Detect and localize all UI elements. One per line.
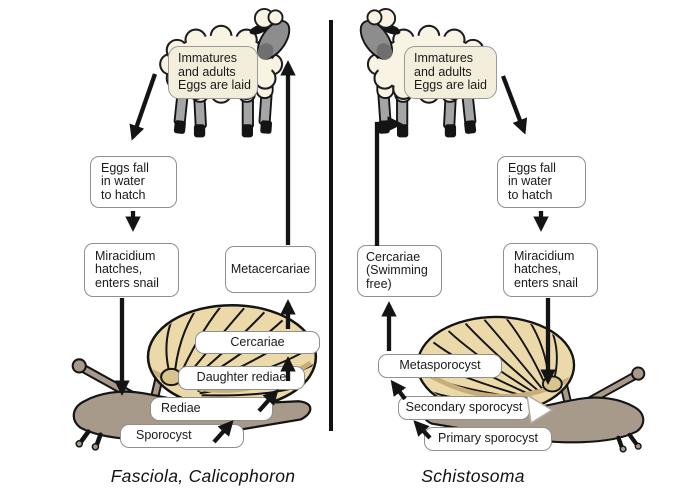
box-line: enters snail — [95, 275, 159, 290]
left-host-stage-box: Immatures and adults Eggs are laid — [168, 46, 258, 99]
box-line: Rediae — [161, 401, 201, 416]
box-line: and adults — [178, 64, 236, 79]
right-host-stage-box: Immatures and adults Eggs are laid — [404, 46, 497, 99]
box-line: in water — [101, 174, 145, 189]
left-metacercariae-box: Metacercariae — [225, 246, 316, 293]
box-line: Immatures — [178, 51, 238, 66]
box-line: Miracidium — [95, 248, 156, 263]
box-line: (Swimming — [366, 263, 428, 278]
box-line: Daughter rediae — [196, 370, 287, 385]
right-primary-sporocyst-box: Primary sporocyst — [424, 427, 552, 451]
box-line: Eggs are laid — [178, 78, 251, 93]
box-line: Cercariae — [366, 249, 421, 264]
right-metasporocyst-box: Metasporocyst — [378, 354, 502, 378]
divider-line — [329, 20, 333, 431]
box-line: Metacercariae — [230, 261, 311, 276]
box-line: Primary sporocyst — [437, 431, 539, 446]
right-eggs-box: Eggs fall in water to hatch — [497, 156, 586, 208]
left-cycle-caption: Fasciola, Calicophoron — [110, 466, 296, 486]
right-cycle-caption: Schistosoma — [421, 466, 525, 486]
box-line: Sporocyst — [136, 428, 192, 443]
box-line: to hatch — [101, 187, 146, 202]
box-line: Eggs are laid — [414, 78, 487, 93]
right-secondary-sporocyst-box: Secondary sporocyst — [398, 396, 530, 420]
right-miracidium-box: Miracidium hatches, enters snail — [503, 243, 598, 297]
left-daughter-rediae-box: Daughter rediae — [178, 366, 305, 390]
box-line: Metasporocyst — [399, 358, 481, 373]
box-line: enters snail — [514, 275, 578, 290]
box-line: free) — [366, 276, 392, 291]
left-sporocyst-box: Sporocyst — [120, 424, 244, 448]
box-line: hatches, — [95, 262, 143, 277]
right-cercariae-free-box: Cercariae (Swimming free) — [357, 245, 442, 297]
box-line: Eggs fall — [101, 160, 149, 175]
box-line: Eggs fall — [508, 160, 556, 175]
box-line: hatches, — [514, 262, 562, 277]
box-line: in water — [508, 174, 552, 189]
box-line: to hatch — [508, 187, 553, 202]
left-cercariae-box: Cercariae — [195, 331, 320, 354]
arrow-right-sheep-to-eggs — [500, 75, 528, 135]
left-eggs-box: Eggs fall in water to hatch — [90, 156, 177, 208]
box-line: Immatures — [414, 51, 474, 66]
box-line: and adults — [414, 64, 472, 79]
left-rediae-box: Rediae — [150, 397, 273, 421]
box-line: Cercariae — [230, 334, 285, 349]
box-line: Miracidium — [514, 248, 575, 263]
left-miracidium-box: Miracidium hatches, enters snail — [84, 243, 179, 297]
box-line: Secondary sporocyst — [405, 400, 523, 415]
